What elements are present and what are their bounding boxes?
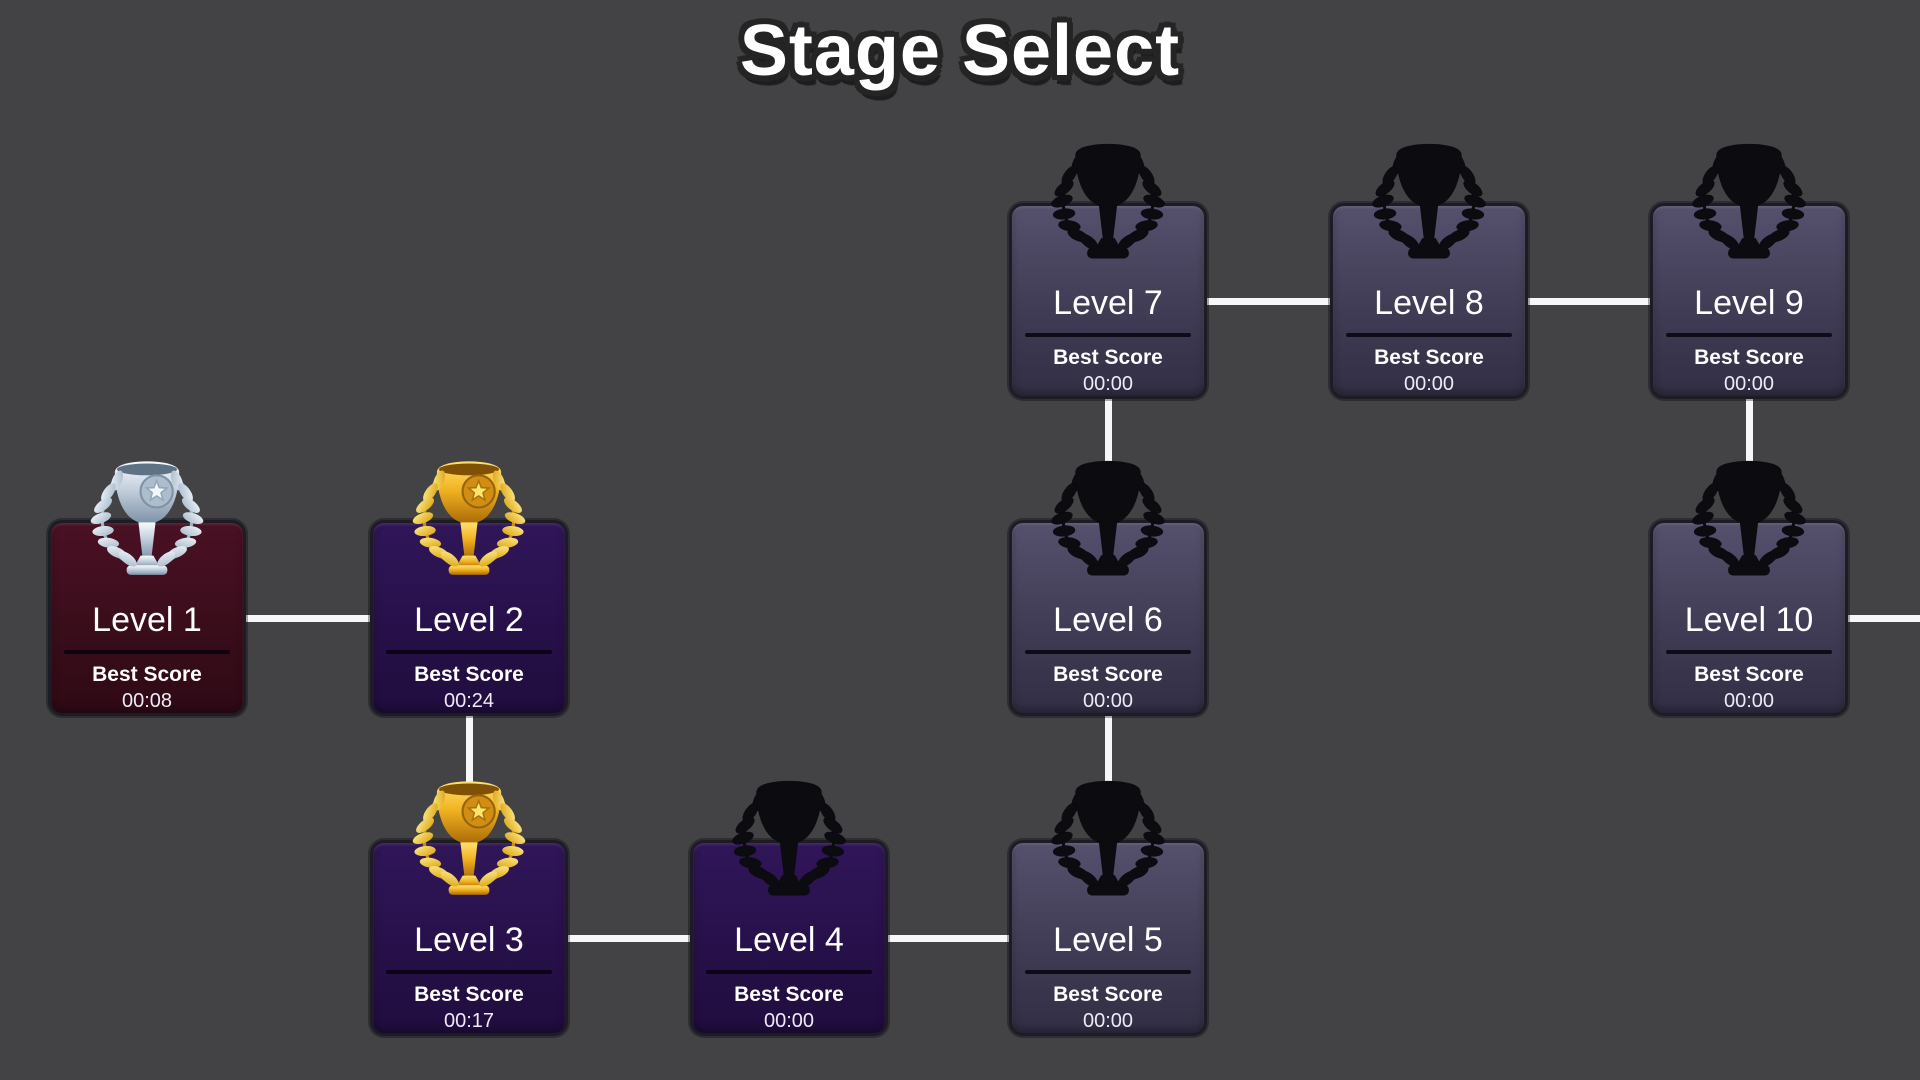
level-label: Level 4 bbox=[734, 921, 844, 959]
divider bbox=[1025, 970, 1191, 974]
level-label: Level 3 bbox=[414, 921, 524, 959]
best-score-label: Best Score bbox=[1053, 346, 1163, 369]
divider bbox=[706, 970, 872, 974]
divider bbox=[386, 650, 552, 654]
divider bbox=[1025, 650, 1191, 654]
divider bbox=[1025, 333, 1191, 337]
divider bbox=[1346, 333, 1512, 337]
best-score-value: 00:17 bbox=[443, 1010, 495, 1032]
best-score-value: 00:00 bbox=[1723, 373, 1775, 395]
best-score-label: Best Score bbox=[92, 663, 202, 686]
level-card-8[interactable]: Level 8 Best Score 00:00 bbox=[1330, 143, 1528, 399]
path-connector bbox=[147, 614, 469, 622]
best-score-value: 00:08 bbox=[121, 690, 173, 712]
path-connector bbox=[1104, 301, 1112, 618]
path-connector bbox=[789, 934, 1108, 942]
best-score-value: 00:00 bbox=[1082, 373, 1134, 395]
best-score-label: Best Score bbox=[1374, 346, 1484, 369]
level-card-1[interactable]: Level 1 Best Score 00:08 bbox=[48, 461, 246, 716]
level-card-5[interactable]: Level 5 Best Score 00:00 bbox=[1009, 780, 1207, 1036]
level-card-7[interactable]: Level 7 Best Score 00:00 bbox=[1009, 143, 1207, 399]
path-connector bbox=[469, 934, 789, 942]
level-card-2[interactable]: Level 2 Best Score 00:24 bbox=[370, 461, 568, 716]
trophy-silver-icon bbox=[72, 459, 222, 588]
path-connector bbox=[1104, 618, 1112, 938]
path-connector bbox=[465, 618, 473, 938]
level-card-10[interactable]: Level 10 Best Score 00:00 bbox=[1650, 460, 1848, 716]
level-card-9[interactable]: Level 9 Best Score 00:00 bbox=[1650, 143, 1848, 399]
best-score-label: Best Score bbox=[1053, 663, 1163, 686]
divider bbox=[386, 970, 552, 974]
level-label: Level 5 bbox=[1053, 921, 1163, 959]
best-score-label: Best Score bbox=[414, 983, 524, 1006]
trophy-gold-icon bbox=[394, 459, 544, 588]
best-score-value: 00:00 bbox=[1082, 1010, 1134, 1032]
best-score-value: 00:00 bbox=[1403, 373, 1455, 395]
stage-select-title: Stage Select bbox=[739, 11, 1181, 91]
level-card-3[interactable]: Level 3 Best Score 00:17 bbox=[370, 781, 568, 1036]
trophy-locked-icon bbox=[1674, 142, 1824, 271]
best-score-label: Best Score bbox=[1694, 346, 1804, 369]
best-score-value: 00:24 bbox=[443, 690, 495, 712]
level-label: Level 1 bbox=[92, 601, 202, 639]
divider bbox=[1666, 650, 1832, 654]
divider bbox=[1666, 333, 1832, 337]
level-label: Level 2 bbox=[414, 601, 524, 639]
best-score-value: 00:00 bbox=[763, 1010, 815, 1032]
best-score-label: Best Score bbox=[1053, 983, 1163, 1006]
level-label: Level 9 bbox=[1694, 284, 1804, 322]
level-card-4[interactable]: Level 4 Best Score 00:00 bbox=[690, 780, 888, 1036]
level-label: Level 6 bbox=[1053, 601, 1163, 639]
level-card-6[interactable]: Level 6 Best Score 00:00 bbox=[1009, 460, 1207, 716]
best-score-label: Best Score bbox=[414, 663, 524, 686]
best-score-value: 00:00 bbox=[1082, 690, 1134, 712]
path-connector bbox=[1108, 297, 1429, 305]
divider bbox=[64, 650, 230, 654]
trophy-locked-icon bbox=[1033, 142, 1183, 271]
best-score-label: Best Score bbox=[1694, 663, 1804, 686]
best-score-value: 00:00 bbox=[1723, 690, 1775, 712]
trophy-locked-icon bbox=[714, 779, 864, 908]
level-label: Level 7 bbox=[1053, 284, 1163, 322]
level-label: Level 10 bbox=[1684, 601, 1814, 639]
path-connector bbox=[1745, 301, 1753, 618]
trophy-locked-icon bbox=[1354, 142, 1504, 271]
level-label: Level 8 bbox=[1374, 284, 1484, 322]
path-connector bbox=[1429, 297, 1749, 305]
best-score-label: Best Score bbox=[734, 983, 844, 1006]
